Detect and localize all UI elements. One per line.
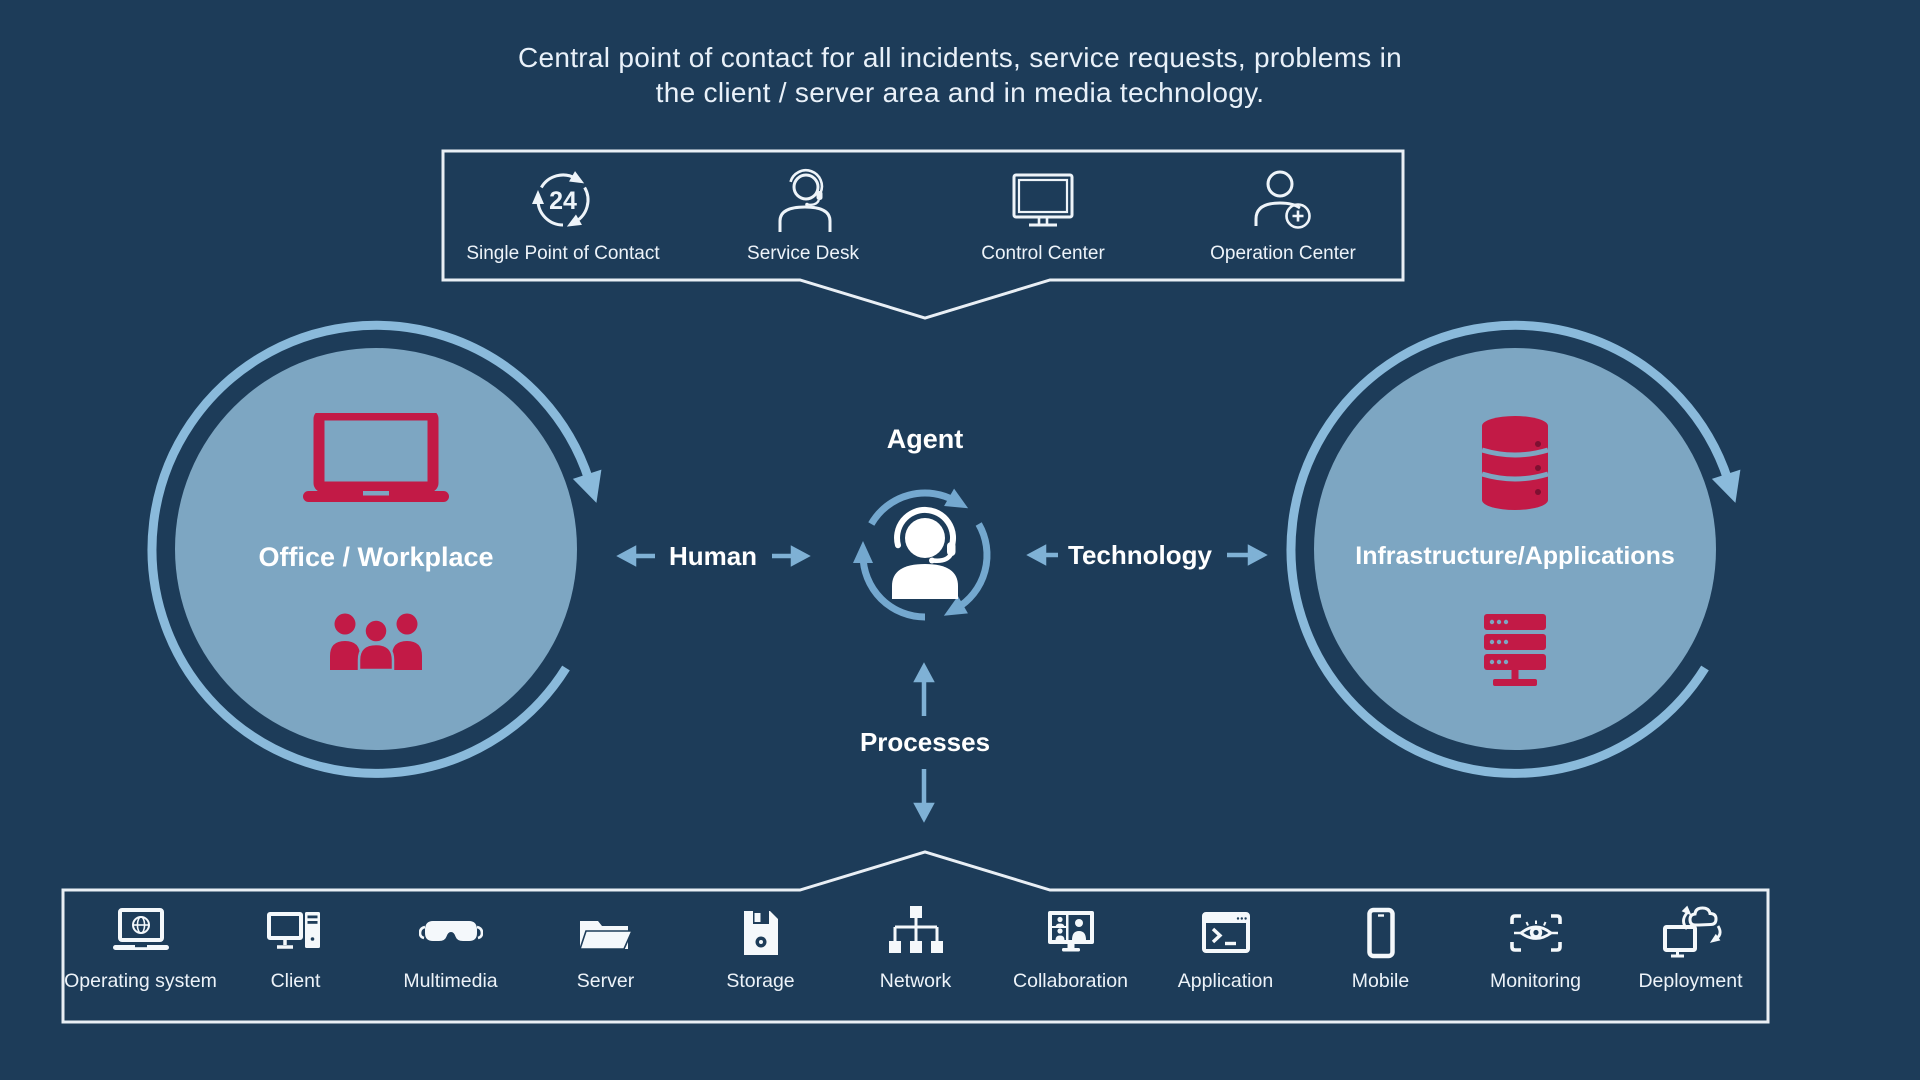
bottom-item-label: Deployment xyxy=(1638,970,1743,992)
agent-headset-person-icon xyxy=(892,506,958,599)
open-folder-icon xyxy=(578,921,633,950)
top-item-label: Operation Center xyxy=(1210,243,1356,264)
infrastructure-title: Infrastructure/Applications xyxy=(1355,542,1675,570)
bottom-item-operating-system: Operating system xyxy=(63,890,218,1022)
vr-goggles-icon xyxy=(418,921,483,941)
bottom-item-client: Client xyxy=(218,890,373,1022)
bottom-item-label: Storage xyxy=(726,970,795,992)
bottom-item-multimedia: Multimedia xyxy=(373,890,528,1022)
agent-cycle-icon xyxy=(853,488,991,621)
bottom-item-deployment: Deployment xyxy=(1613,890,1768,1022)
eye-scan-icon xyxy=(1509,914,1562,952)
top-panel-item-spoc: 24 Single Point of Contact xyxy=(443,151,683,280)
top-panel-item-control-center: Control Center xyxy=(923,151,1163,280)
bottom-item-label: Collaboration xyxy=(1013,970,1128,992)
bottom-item-collaboration: Collaboration xyxy=(993,890,1148,1022)
processes-label: Processes xyxy=(859,727,991,757)
person-add-icon xyxy=(1254,170,1311,229)
desktop-pc-icon xyxy=(266,912,320,949)
office-workplace-title: Office / Workplace xyxy=(258,542,494,572)
processes-up-arrow-icon xyxy=(913,662,935,716)
bottom-item-storage: Storage xyxy=(683,890,838,1022)
header-text: Central point of contact for all inciden… xyxy=(0,40,1920,110)
bottom-item-label: Client xyxy=(270,970,321,992)
header-line-1: Central point of contact for all inciden… xyxy=(517,42,1403,73)
video-conference-icon xyxy=(1047,911,1094,952)
24-hours-cycle-icon: 24 xyxy=(532,171,590,227)
floppy-disk-icon xyxy=(743,911,778,955)
bottom-item-label: Mobile xyxy=(1351,970,1410,992)
bottom-item-application: Application xyxy=(1148,890,1303,1022)
bottom-item-label: Operating system xyxy=(64,970,217,992)
top-panel: 24 Single Point of Contact Service Desk xyxy=(443,151,1403,280)
database-icon xyxy=(1481,416,1549,510)
bottom-item-label: Application xyxy=(1177,970,1274,992)
badge-24: 24 xyxy=(549,187,577,215)
agent-label: Agent xyxy=(886,424,964,454)
laptop-icon xyxy=(303,413,449,502)
top-panel-item-service-desk: Service Desk xyxy=(683,151,923,280)
smartphone-icon xyxy=(1366,907,1395,959)
cloud-sync-monitor-icon xyxy=(1662,905,1721,958)
top-item-label: Service Desk xyxy=(747,243,859,264)
bottom-item-server: Server xyxy=(528,890,683,1022)
network-tree-icon xyxy=(888,906,943,953)
bottom-item-label: Server xyxy=(576,970,635,992)
bottom-item-label: Network xyxy=(879,970,952,992)
bottom-item-label: Monitoring xyxy=(1489,970,1582,992)
technology-label: Technology xyxy=(1068,540,1212,570)
bottom-panel: Operating system Client Multimedia xyxy=(63,890,1768,1022)
bottom-item-mobile: Mobile xyxy=(1303,890,1458,1022)
header-line-2: the client / server area and in media te… xyxy=(655,77,1265,108)
office-workplace-circle: Office / Workplace xyxy=(175,348,577,750)
top-item-label: Single Point of Contact xyxy=(466,243,660,264)
left-ring-arrowhead-icon xyxy=(572,469,602,503)
terminal-window-icon xyxy=(1201,912,1250,953)
right-ring-arrowhead-icon xyxy=(1711,469,1741,503)
processes-down-arrow-icon xyxy=(913,769,935,823)
monitor-icon xyxy=(1012,173,1074,227)
people-group-icon xyxy=(330,613,422,670)
server-rack-icon xyxy=(1484,614,1546,686)
service-desk-headset-icon xyxy=(778,169,832,232)
laptop-globe-icon xyxy=(112,908,169,950)
top-item-label: Control Center xyxy=(981,243,1105,264)
bottom-item-label: Multimedia xyxy=(403,970,498,992)
bottom-item-monitoring: Monitoring xyxy=(1458,890,1613,1022)
top-panel-item-operation-center: Operation Center xyxy=(1163,151,1403,280)
bottom-item-network: Network xyxy=(838,890,993,1022)
human-label: Human xyxy=(668,541,758,571)
infrastructure-circle: Infrastructure/Applications xyxy=(1314,348,1716,750)
